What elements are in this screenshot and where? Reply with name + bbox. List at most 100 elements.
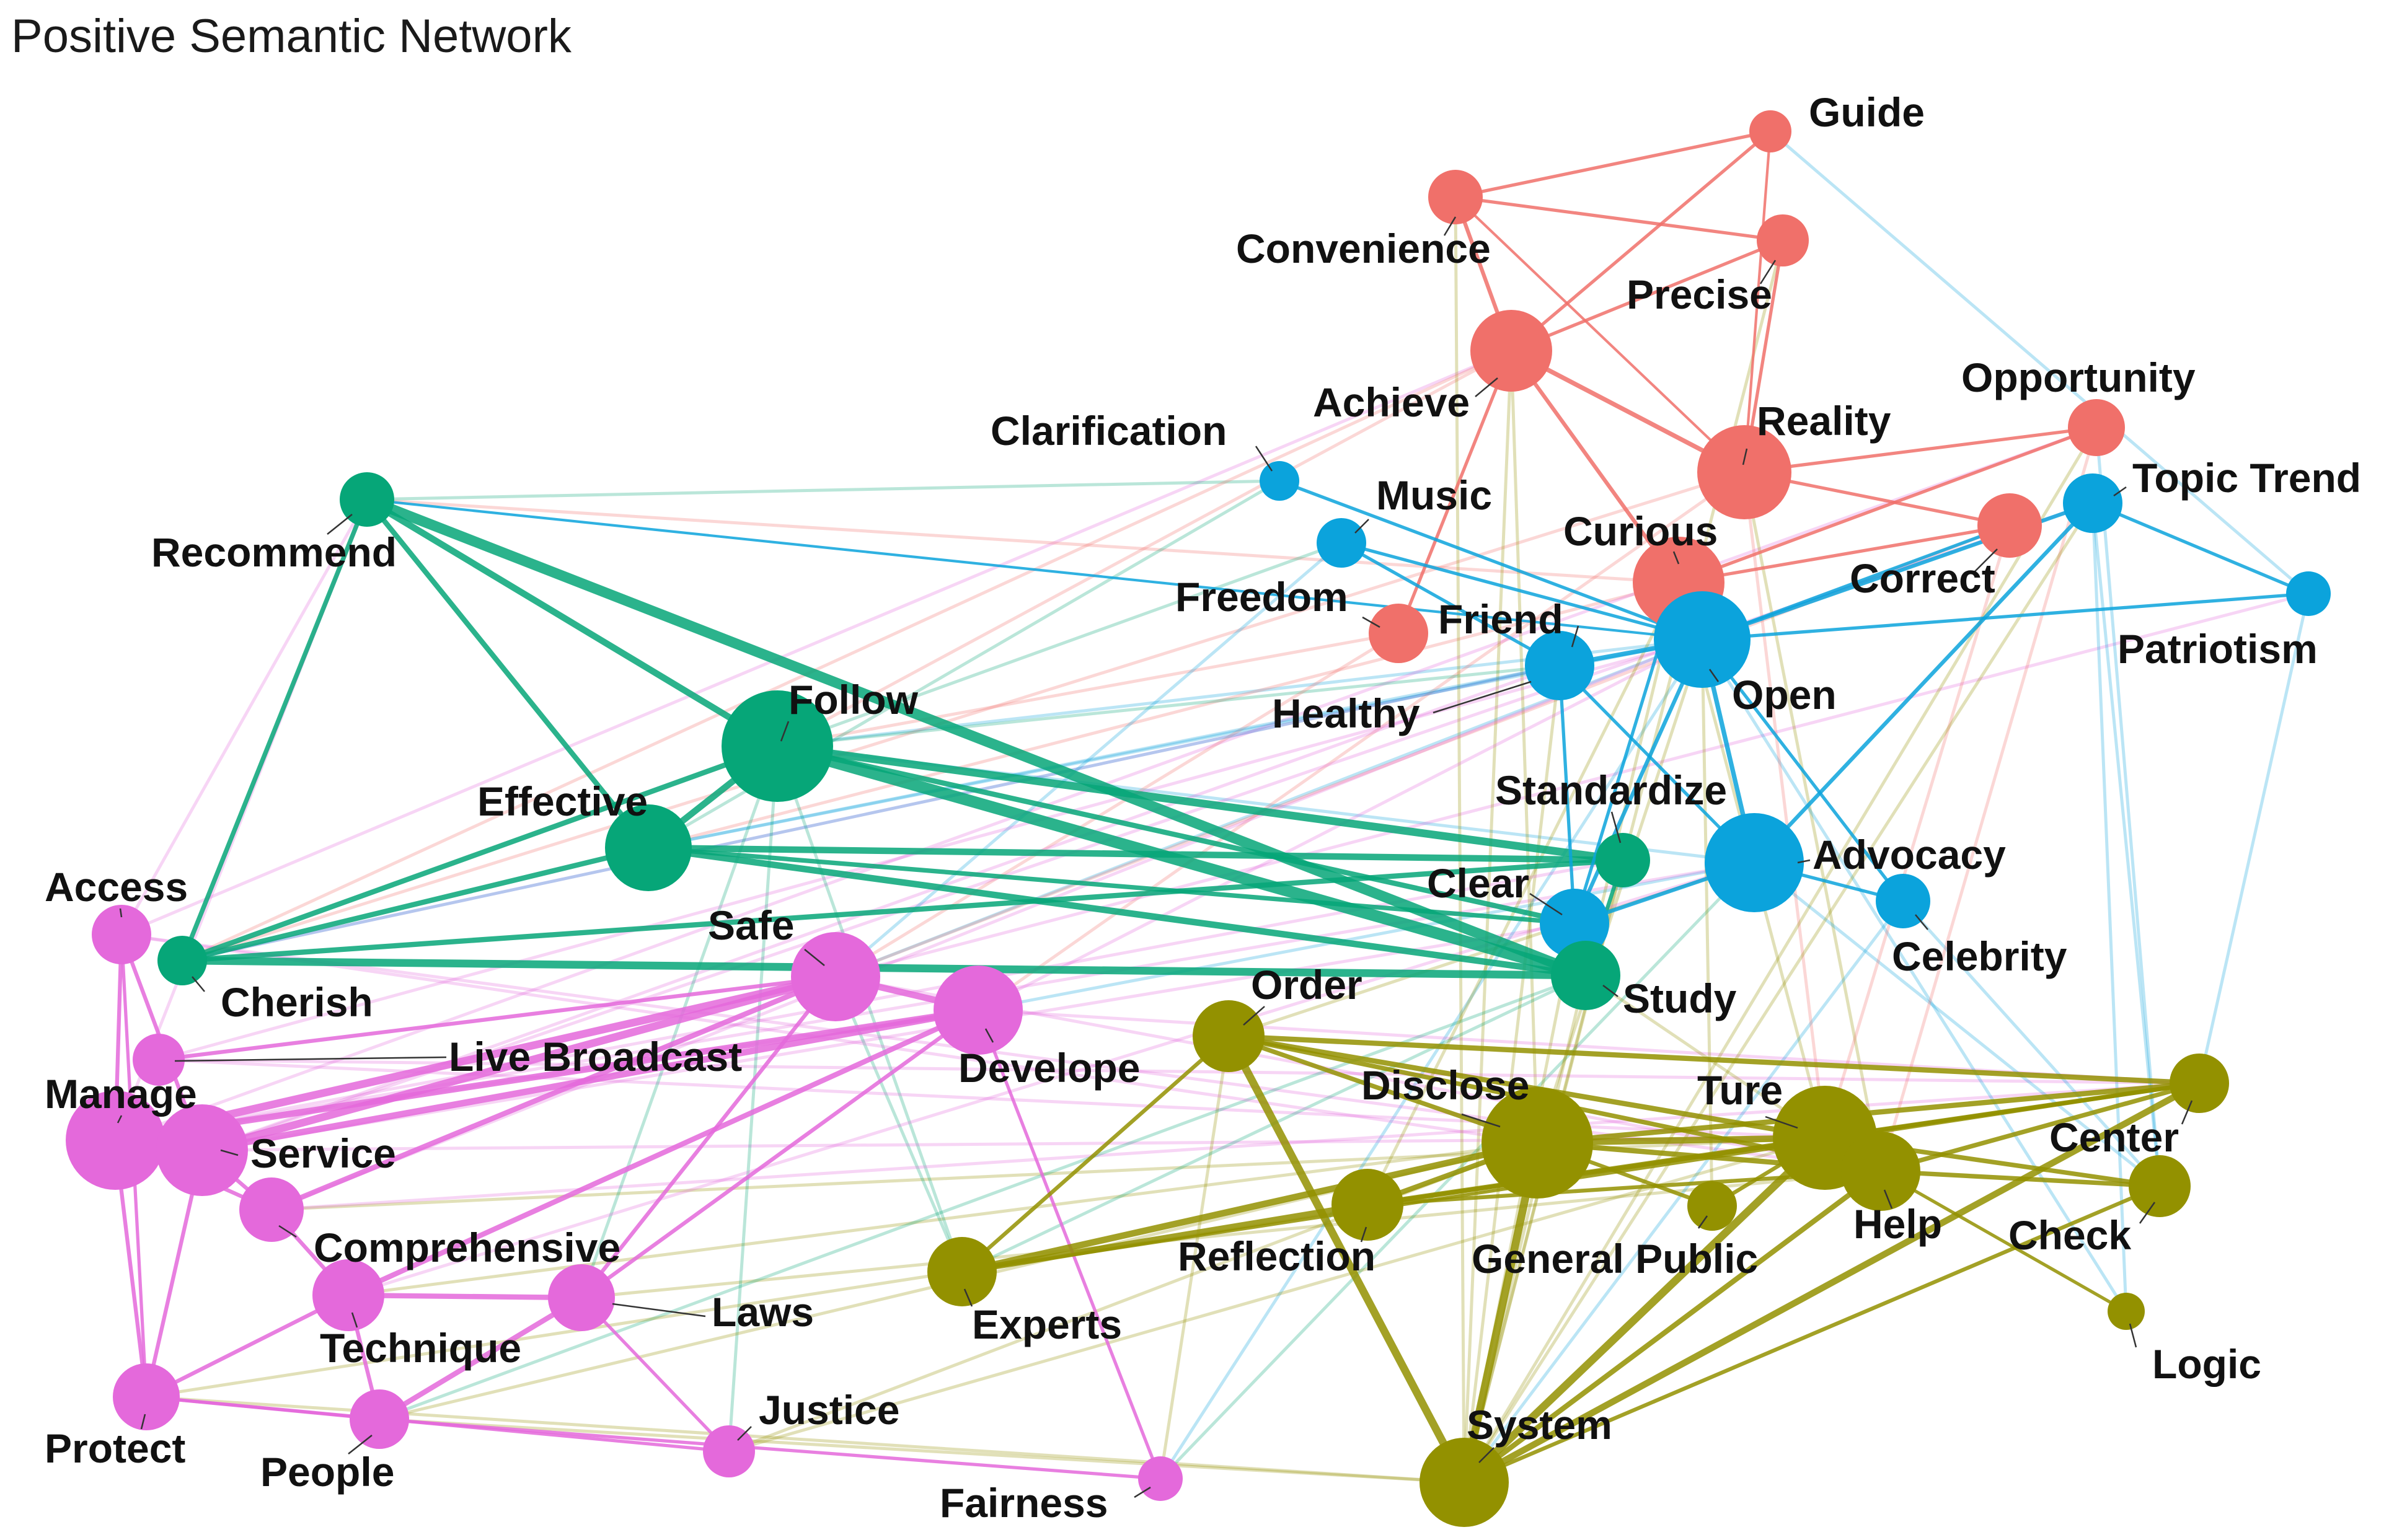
faint-edge-comprehensive-center <box>271 1081 2200 1212</box>
node-effective[interactable] <box>605 804 692 891</box>
label-open: Open <box>1732 672 1837 718</box>
leader-achieve <box>1475 377 1498 397</box>
faint-edge-experts-follow <box>775 746 964 1272</box>
node-open[interactable] <box>1654 591 1751 688</box>
node-help[interactable] <box>1841 1132 1920 1211</box>
node-correct[interactable] <box>1977 493 2042 558</box>
node-laws[interactable] <box>548 1264 615 1331</box>
node-advocacy[interactable] <box>1705 813 1804 912</box>
leader-live_broadcast <box>174 1056 447 1062</box>
node-fairness[interactable] <box>1138 1456 1183 1501</box>
node-standardize[interactable] <box>1596 833 1650 887</box>
edges-layer <box>111 130 2310 1487</box>
edge-reality-opportunity <box>1742 426 2098 474</box>
node-follow[interactable] <box>722 690 833 802</box>
label-disclose: Disclose <box>1361 1062 1529 1108</box>
node-study[interactable] <box>1551 941 1620 1010</box>
node-justice[interactable] <box>703 1425 755 1477</box>
label-develope: Develope <box>958 1045 1140 1091</box>
node-clear[interactable] <box>1540 889 1609 958</box>
node-protect[interactable] <box>113 1363 180 1430</box>
leader-develope <box>984 1028 994 1043</box>
node-service[interactable] <box>156 1104 248 1196</box>
edge-precise-achieve <box>1509 239 1785 353</box>
edge-develope-technique <box>345 1007 981 1298</box>
label-service: Service <box>250 1130 396 1176</box>
node-experts[interactable] <box>927 1237 997 1306</box>
edge-curious-correct <box>1677 524 2011 584</box>
faint-edge-cherish-friend <box>182 664 1560 962</box>
node-celebrity[interactable] <box>1876 874 1930 928</box>
node-topic_trend[interactable] <box>2063 473 2122 533</box>
edge-live_broadcast-safe <box>156 974 838 1062</box>
faint-edge-recommend-curious <box>366 498 1679 584</box>
label-music: Music <box>1376 472 1492 518</box>
label-cherish: Cherish <box>221 979 373 1025</box>
label-patriotism: Patriotism <box>2117 626 2318 672</box>
node-guide[interactable] <box>1749 110 1791 152</box>
node-comprehensive[interactable] <box>239 1177 304 1242</box>
node-people[interactable] <box>350 1389 409 1449</box>
node-reality[interactable] <box>1697 425 1791 519</box>
faint-edge-correct-ture <box>1823 525 2011 1138</box>
node-technique[interactable] <box>312 1259 384 1331</box>
node-clarification[interactable] <box>1260 461 1299 501</box>
node-order[interactable] <box>1193 1000 1265 1072</box>
label-live_broadcast: Live Broadcast <box>449 1034 742 1080</box>
leader-center <box>2181 1100 2193 1125</box>
faint-edge-clarification-recommend <box>366 479 1280 501</box>
node-cherish[interactable] <box>157 936 207 985</box>
faint-edge-open-disclose <box>1535 639 1704 1143</box>
faint-edge-celebrity-check <box>1902 900 2161 1187</box>
node-patriotism[interactable] <box>2286 571 2331 616</box>
edge-people-fairness <box>378 1417 1162 1481</box>
edge-effective-cherish <box>179 845 651 964</box>
edge-effective-clear <box>646 845 1577 926</box>
leader-access <box>119 908 123 918</box>
label-reflection: Reflection <box>1178 1233 1376 1279</box>
leader-clear <box>1529 892 1563 916</box>
leader-experts <box>963 1288 973 1307</box>
node-precise[interactable] <box>1757 214 1809 266</box>
node-access[interactable] <box>92 905 151 964</box>
node-achieve[interactable] <box>1470 310 1552 392</box>
node-recommend[interactable] <box>340 472 394 527</box>
edge-recommend-cherish <box>180 497 369 963</box>
node-center[interactable] <box>2170 1054 2229 1113</box>
leader-system <box>1478 1447 1495 1463</box>
edge-advocacy-topic_trend <box>1752 501 2095 865</box>
node-live_broadcast[interactable] <box>133 1034 185 1086</box>
edge-recommend-effective <box>364 496 651 851</box>
node-reflection[interactable] <box>1331 1169 1403 1241</box>
edge-friend-clear <box>1558 664 1576 925</box>
leader-justice <box>737 1426 752 1441</box>
leader-order <box>1243 1006 1265 1026</box>
node-music[interactable] <box>1317 518 1366 568</box>
label-order: Order <box>1251 962 1362 1008</box>
node-opportunity[interactable] <box>2068 399 2125 456</box>
node-system[interactable] <box>1420 1438 1509 1527</box>
faint-edge-fairness-open <box>1159 638 1704 1480</box>
faint-edge-music-safe <box>834 542 1343 978</box>
node-general_public[interactable] <box>1687 1181 1737 1231</box>
label-clear: Clear <box>1427 860 1529 906</box>
node-freedom[interactable] <box>1369 604 1428 663</box>
edge-help-logic <box>1879 1169 2128 1313</box>
node-check[interactable] <box>2129 1155 2191 1217</box>
node-safe[interactable] <box>791 932 880 1021</box>
node-disclose[interactable] <box>1482 1087 1593 1199</box>
node-manage[interactable] <box>66 1091 165 1190</box>
node-convenience[interactable] <box>1428 170 1483 224</box>
label-logic: Logic <box>2152 1341 2261 1387</box>
leader-ture <box>1765 1115 1798 1129</box>
faint-edge-system-opportunity <box>1462 426 2098 1484</box>
faint-edge-topic_trend-check <box>2091 503 2162 1187</box>
edge-recommend-study <box>361 494 1591 981</box>
label-laws: Laws <box>712 1289 814 1335</box>
node-healthy[interactable] <box>1525 631 1594 700</box>
node-develope[interactable] <box>934 966 1023 1055</box>
label-celebrity: Celebrity <box>1892 933 2067 979</box>
label-technique: Technique <box>320 1325 521 1371</box>
node-logic[interactable] <box>2108 1293 2145 1330</box>
